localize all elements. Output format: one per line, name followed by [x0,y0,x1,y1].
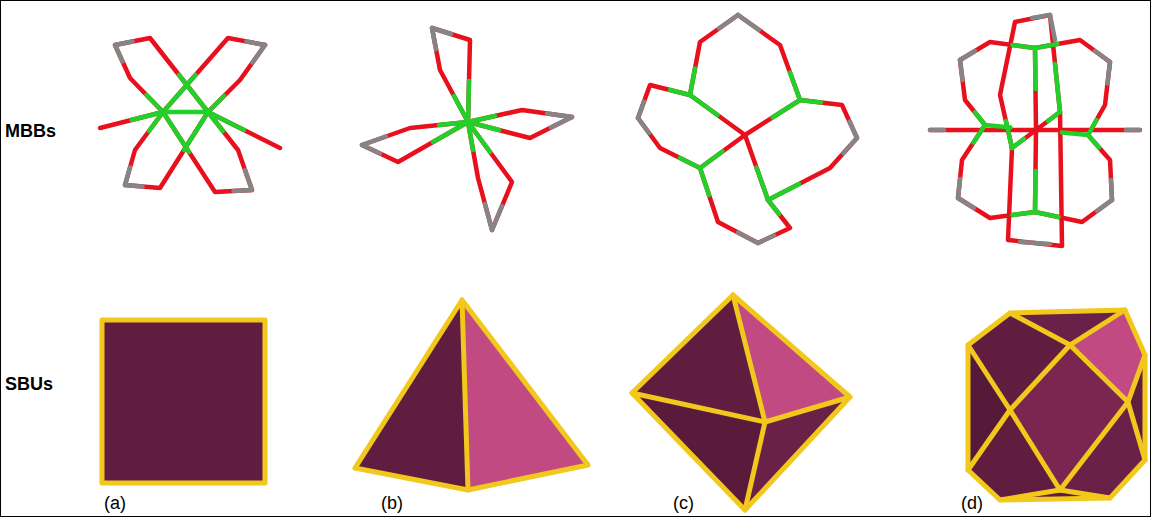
panel-label: (a) [104,493,126,514]
octahedron-sbu [632,295,850,510]
paddlewheel-mbb [100,38,280,192]
tetranuclear-mbb [638,15,857,243]
mononuclear-mbb [362,28,572,230]
pyramid-sbu [355,300,588,490]
panel-label: (b) [381,493,403,514]
panel-label: (c) [673,493,694,514]
panel-label: (d) [961,493,983,514]
square-sbu [102,320,265,483]
hexanuclear-mbb [930,15,1140,246]
cuboctahedron-sbu [968,310,1145,500]
row-label: MBBs [5,121,56,142]
row-label: SBUs [5,374,53,395]
